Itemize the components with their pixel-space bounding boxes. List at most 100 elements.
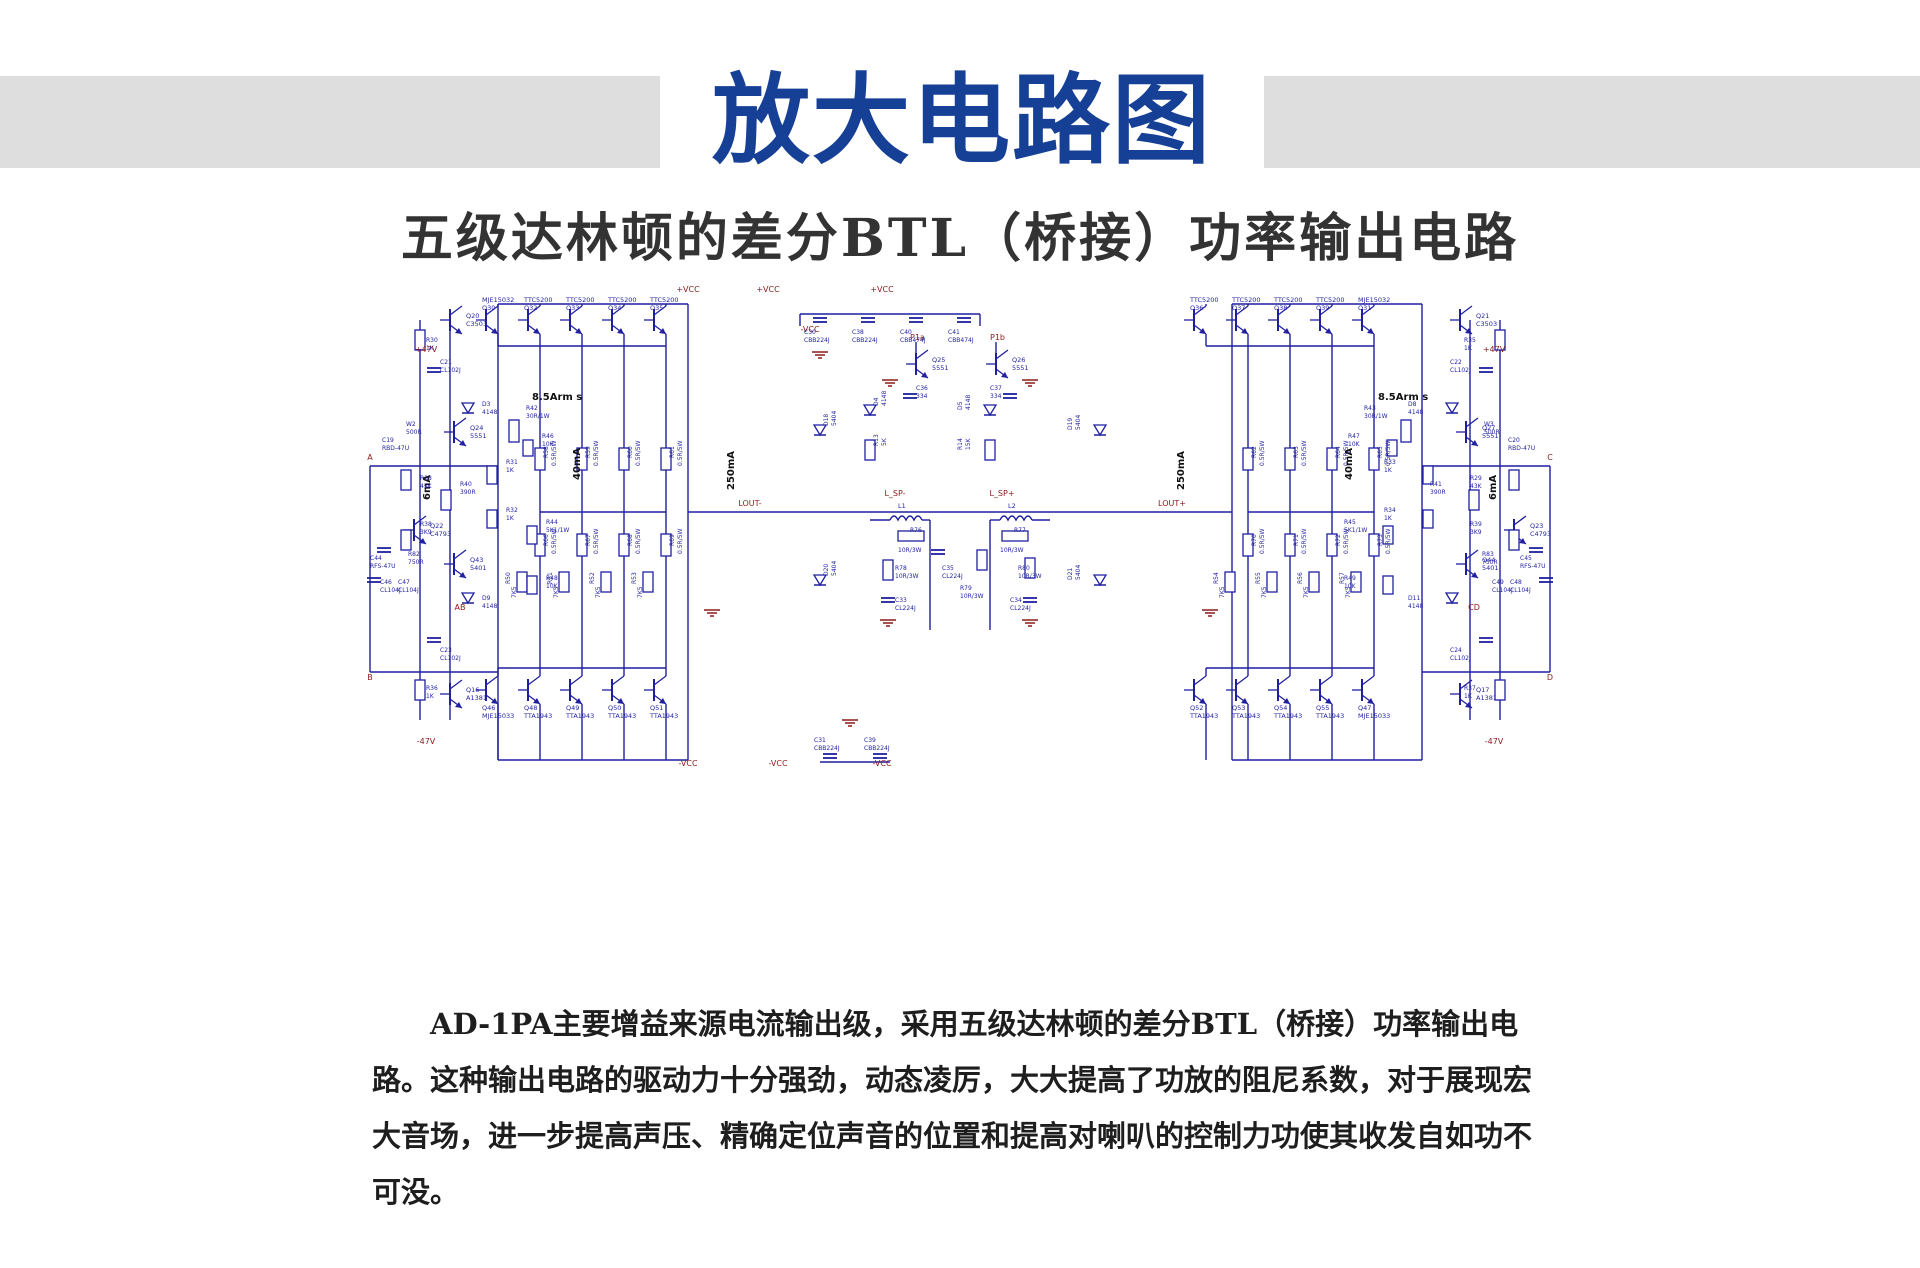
header-band-left [0, 76, 660, 168]
resistor-value: 0.5R/5W [1343, 440, 1350, 466]
supply-label: +VCC [676, 285, 700, 294]
diode-symbol [1444, 592, 1460, 605]
resistor-ref: R76 [910, 527, 922, 534]
part-ref: R47 [1348, 433, 1360, 440]
emitter-resistor [1368, 447, 1380, 471]
transistor-ref: Q47 [1358, 704, 1371, 712]
inductor-ref: L1 [898, 502, 906, 510]
transistor-arrow [459, 440, 466, 446]
terminal-label: P1a [910, 333, 925, 342]
part-ref: C48 [1510, 579, 1522, 586]
capacitor-ref: C38 [852, 329, 864, 336]
part-value: 3K9 [420, 529, 432, 536]
part-ref: R33 [1384, 459, 1396, 466]
capacitor-value: CL224J [942, 573, 963, 580]
supply-label: -VCC [872, 759, 891, 768]
capacitor-ref: C33 [895, 597, 907, 604]
resistor-symbol [1422, 509, 1434, 529]
transistor-ref: Q17 [1476, 686, 1489, 694]
transistor-collector [611, 305, 625, 316]
transistor-ref: Q49 [566, 704, 579, 712]
supply-label: +VCC [756, 285, 780, 294]
emitter-resistor [1368, 533, 1380, 557]
part-ref: R37 [1464, 685, 1476, 692]
transistor-ref: Q46 [482, 704, 495, 712]
transistor-part: 5551 [932, 364, 949, 372]
part-value: 4148 [482, 603, 497, 610]
transistor-collector [485, 305, 499, 316]
transistor-ref: Q55 [1316, 704, 1329, 712]
part-ref: C49 [1492, 579, 1504, 586]
transistor-ref: Q23 [1530, 522, 1543, 530]
transistor-collector [1459, 679, 1473, 690]
part-ref: R42 [526, 405, 538, 412]
resistor-value: 7K5 [595, 586, 602, 598]
part-value: CL104J [380, 587, 401, 594]
resistor-value: 0.5R/5W [1385, 440, 1392, 466]
resistor-value: 0.5R/5W [1301, 528, 1308, 554]
part-value: 5K1/1W [546, 527, 569, 534]
transistor-part: TTA1943 [649, 712, 678, 720]
emitter-resistor [618, 533, 630, 557]
transistor-ref: Q25 [932, 356, 945, 364]
part-value: CL102J [1450, 367, 1471, 374]
part-ref: R36 [426, 685, 438, 692]
diode-symbol [862, 404, 878, 417]
transistor-collector [1513, 515, 1527, 526]
inductor-L2 [999, 515, 1033, 522]
capacitor-value: 334 [990, 393, 1002, 400]
part-ref: D4 [873, 397, 880, 406]
resistor-symbol [1400, 419, 1412, 443]
resistor-ref: R77 [1014, 527, 1026, 534]
transistor-part: C4793 [1530, 530, 1551, 538]
emitter-resistor [1284, 447, 1296, 471]
part-value: 3K9 [1470, 529, 1482, 536]
part-ref: R44 [546, 519, 558, 526]
emitter-resistor [660, 447, 672, 471]
transistor-arrow [1465, 328, 1472, 334]
resistor-ref: R51 [547, 572, 554, 584]
emitter-resistor [660, 533, 672, 557]
transistor-collector [653, 305, 667, 316]
transistor-ref: Q52 [1190, 704, 1203, 712]
resistor-symbol [526, 525, 538, 545]
part-value: 390R [460, 489, 476, 496]
resistor-ref: R70 [1251, 534, 1258, 546]
current-annotation: 40mA [1344, 448, 1355, 480]
transistor-part: 5551 [470, 432, 487, 440]
capacitor-ref: C31 [814, 737, 826, 744]
part-ref: C22 [1450, 359, 1462, 366]
transistor-collector [1235, 305, 1249, 316]
resistor-symbol [897, 530, 925, 542]
emitter-resistor [1242, 447, 1254, 471]
part-ref: R48 [546, 575, 558, 582]
part-value: 10K [1348, 441, 1361, 448]
part-value: 750R [1482, 559, 1498, 566]
part-ref: C45 [1520, 555, 1532, 562]
part-ref: R41 [1430, 481, 1442, 488]
resistor-value: 10R/3W [1018, 573, 1042, 580]
resistor-value: 0.5R/5W [1259, 440, 1266, 466]
part-value: 4148 [1408, 603, 1423, 610]
transistor-part: TTC5200 [649, 296, 679, 304]
resistor-ref: R50 [505, 572, 512, 584]
capacitor-value: CBB224J [852, 337, 878, 344]
part-value: 5404 [1075, 415, 1082, 430]
part-ref: D21 [1067, 568, 1074, 580]
base-resistor [1224, 571, 1236, 593]
emitter-resistor [576, 533, 588, 557]
part-value: RBD-47U [1508, 445, 1535, 452]
resistor-value: 0.5R/5W [635, 440, 642, 466]
transistor-arrow [1367, 698, 1374, 704]
part-ref: R40 [460, 481, 472, 488]
part-ref: W3 [1484, 421, 1494, 428]
current-annotation: 40mA [572, 448, 583, 480]
transistor-part: TTA1943 [1189, 712, 1218, 720]
transistor-arrow [617, 328, 624, 334]
part-value: CL104J [1492, 587, 1513, 594]
capacitor-value: 334 [916, 393, 928, 400]
transistor-arrow [455, 328, 462, 334]
part-ref: D9 [482, 595, 491, 602]
part-ref: D18 [823, 414, 830, 426]
supply-label: -47V [417, 737, 436, 746]
